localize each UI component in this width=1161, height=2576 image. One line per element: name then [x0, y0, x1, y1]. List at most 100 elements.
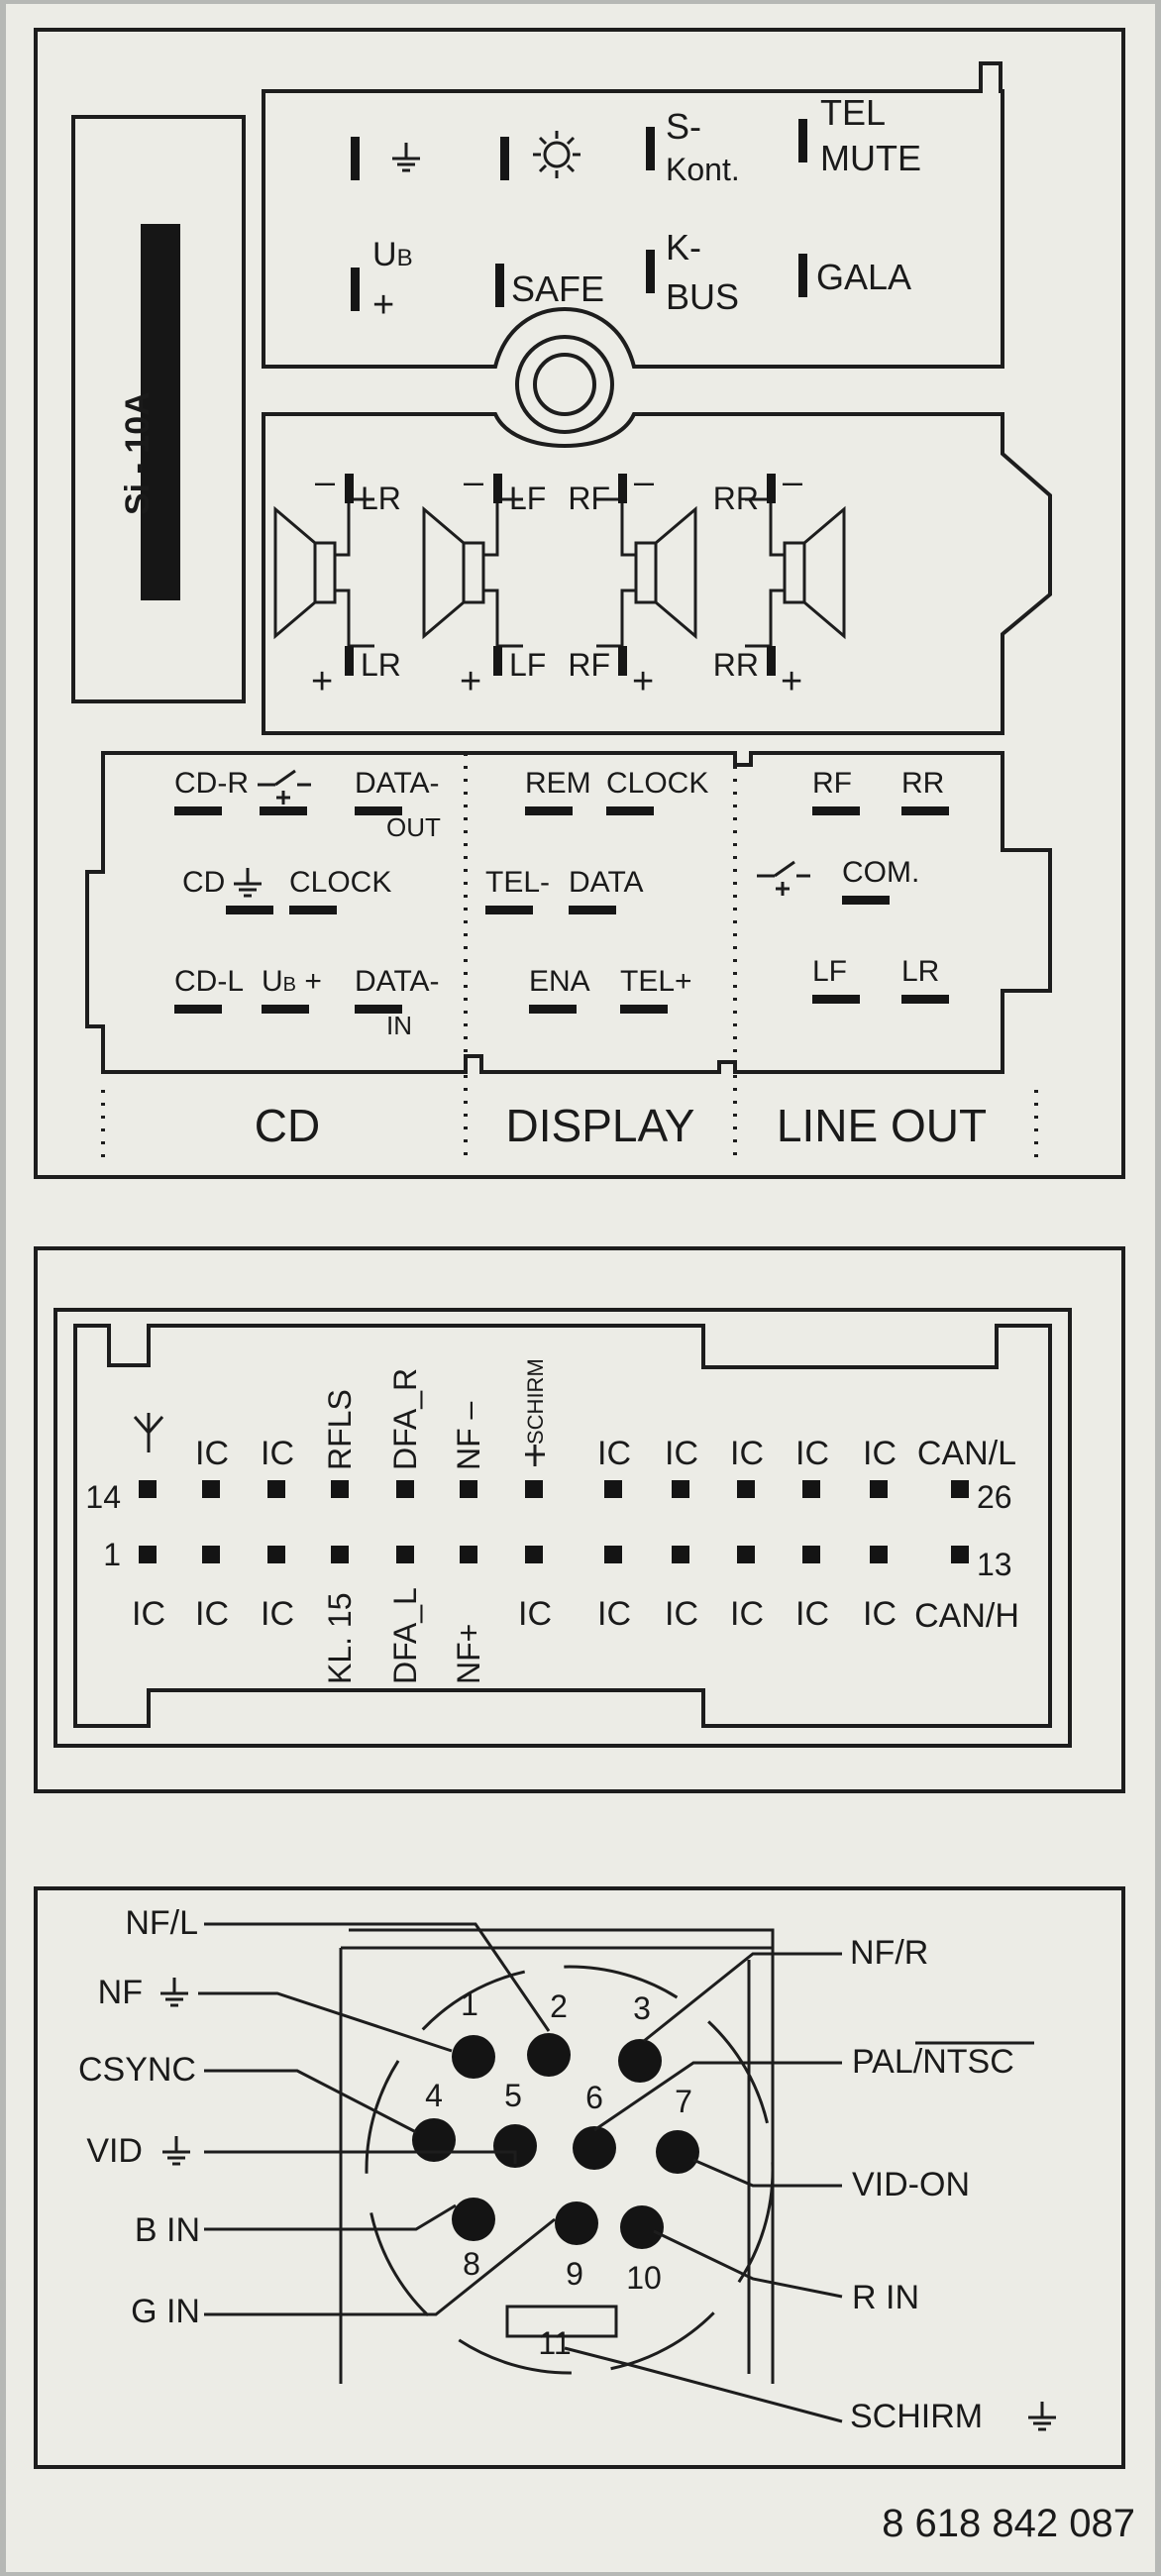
- display-pin-label: TEL-: [485, 866, 550, 899]
- power-pins: S- Kont. TEL MUTE UB + SAFE K- BUS GALA: [351, 92, 921, 326]
- quadlock-pin-top: [331, 1480, 349, 1498]
- din-wire: [564, 2346, 843, 2423]
- din-pin-2: [527, 2033, 571, 2077]
- speaker-terminal-bottom: [767, 646, 776, 676]
- din-pin-number: 3: [633, 1990, 651, 2026]
- quadlock-pin-bottom: [139, 1546, 157, 1563]
- display-pin-label: TEL+: [620, 965, 692, 998]
- power-pin-3: [646, 127, 655, 170]
- lineout-pin-label: LR: [901, 955, 939, 988]
- quadlock-bottom-label: IC: [132, 1595, 165, 1633]
- din-pin-10: [620, 2205, 664, 2249]
- speaker-lead-top: [483, 497, 523, 557]
- pin-label-s-kont-2: Kont.: [666, 152, 740, 187]
- lineout-pin: [842, 896, 890, 905]
- speaker-minus-sign: –: [783, 461, 802, 501]
- din-shell-top: [349, 1928, 775, 1948]
- quadlock-bottom-label: KL. 15: [322, 1592, 358, 1684]
- din-pin-number: 6: [585, 2080, 603, 2115]
- quadlock-pin-bottom: [672, 1546, 689, 1563]
- cd-pin-label-2: OUT: [386, 812, 441, 842]
- pin-label-mute: MUTE: [820, 138, 921, 178]
- speaker-label-top: LF: [509, 481, 546, 516]
- speaker-cone: [655, 505, 697, 640]
- speaker-label-top: LR: [361, 481, 401, 516]
- quadlock-top-label: RFLS: [322, 1389, 358, 1470]
- quadlock-bottom-label: IC: [863, 1595, 897, 1633]
- pin-label-s-kont: S-: [666, 106, 701, 147]
- quadlock-top-label: DFA_R: [387, 1368, 423, 1470]
- din-label-vid-gnd: VID: [86, 2132, 143, 2170]
- screw-mount-outer: [515, 335, 614, 434]
- speaker-terminal-top: [618, 474, 627, 503]
- display-pin: [606, 806, 654, 815]
- section-title-cd: CD: [255, 1100, 320, 1151]
- speaker-label-top: RF: [568, 481, 610, 516]
- speaker-lead-top: [596, 497, 636, 557]
- din-label-g-in: G IN: [131, 2293, 200, 2330]
- din-pin-number: 5: [504, 2078, 522, 2113]
- quadlock-pin-top: [802, 1480, 820, 1498]
- display-pin-label: CLOCK: [606, 767, 708, 800]
- quadlock-pin-bottom: [267, 1546, 285, 1563]
- light-icon: [533, 131, 580, 178]
- screw-mount-inner: [533, 353, 596, 416]
- speaker-terminal-top: [345, 474, 354, 503]
- cd-pin: [174, 806, 222, 815]
- speaker-lead-bottom: [483, 589, 523, 648]
- quadlock-top-label: NF –: [451, 1401, 486, 1470]
- quadlock-top-label: IC: [863, 1435, 897, 1472]
- lineout-pin-label: LF: [812, 955, 847, 988]
- speaker-plus-sign: +: [311, 661, 333, 702]
- din-pin-shield-tab: [505, 2305, 618, 2338]
- cd-pin: [355, 806, 402, 815]
- quadlock-top-label: IC: [730, 1435, 764, 1472]
- din-label-pal-ntsc: PAL/NTSC: [852, 2043, 1014, 2081]
- speaker-lead-top: [335, 497, 374, 557]
- quadlock-pin-bottom: [396, 1546, 414, 1563]
- quadlock-pin-top: [672, 1480, 689, 1498]
- din-wire: [204, 2203, 457, 2231]
- din-circle: [365, 1965, 775, 2375]
- quadlock-pin-bottom: [802, 1546, 820, 1563]
- pin-label-k-bus-2: BUS: [666, 276, 739, 317]
- display-pin: [569, 906, 616, 914]
- speaker-terminal-top: [767, 474, 776, 503]
- quadlock-num-14: 14: [85, 1479, 121, 1515]
- quadlock-pin-bottom: [604, 1546, 622, 1563]
- speaker-label-bottom: LF: [509, 647, 546, 683]
- speaker-terminal-bottom: [345, 646, 354, 676]
- quadlock-pin-bottom: [870, 1546, 888, 1563]
- power-pin-8: [798, 254, 807, 297]
- quadlock-pin-bottom: [460, 1546, 477, 1563]
- speaker-terminal-bottom: [618, 646, 627, 676]
- din-pin-6: [573, 2126, 616, 2170]
- display-pin: [525, 806, 573, 815]
- power-pin-5: [351, 268, 360, 311]
- quadlock-num-26: 26: [977, 1479, 1012, 1515]
- quadlock-bottom-label: IC: [730, 1595, 764, 1633]
- speaker-minus-sign: –: [634, 461, 654, 501]
- quadlock-frame: [34, 1246, 1125, 1793]
- fuse: Si - 10A: [71, 115, 246, 703]
- din-wire: [692, 2158, 842, 2188]
- din-pin-5: [493, 2124, 537, 2168]
- quadlock-bottom-label: DFA_L: [387, 1587, 423, 1684]
- section-title-display: DISPLAY: [506, 1100, 695, 1151]
- lineout-pin: [901, 806, 949, 815]
- din-pin-number: 9: [566, 2256, 583, 2292]
- quadlock-bottom-label: IC: [261, 1595, 294, 1633]
- lineout-pin: [901, 995, 949, 1004]
- quadlock-pin-bottom: [331, 1546, 349, 1563]
- din-pin-number: 8: [463, 2246, 480, 2282]
- quadlock-bottom-label: IC: [665, 1595, 698, 1633]
- fuse-bar-icon: [141, 224, 180, 600]
- pin-label-safe: SAFE: [511, 268, 604, 309]
- main-connector-frame: [34, 28, 1125, 1179]
- din-label-vid-on: VID-ON: [852, 2166, 970, 2203]
